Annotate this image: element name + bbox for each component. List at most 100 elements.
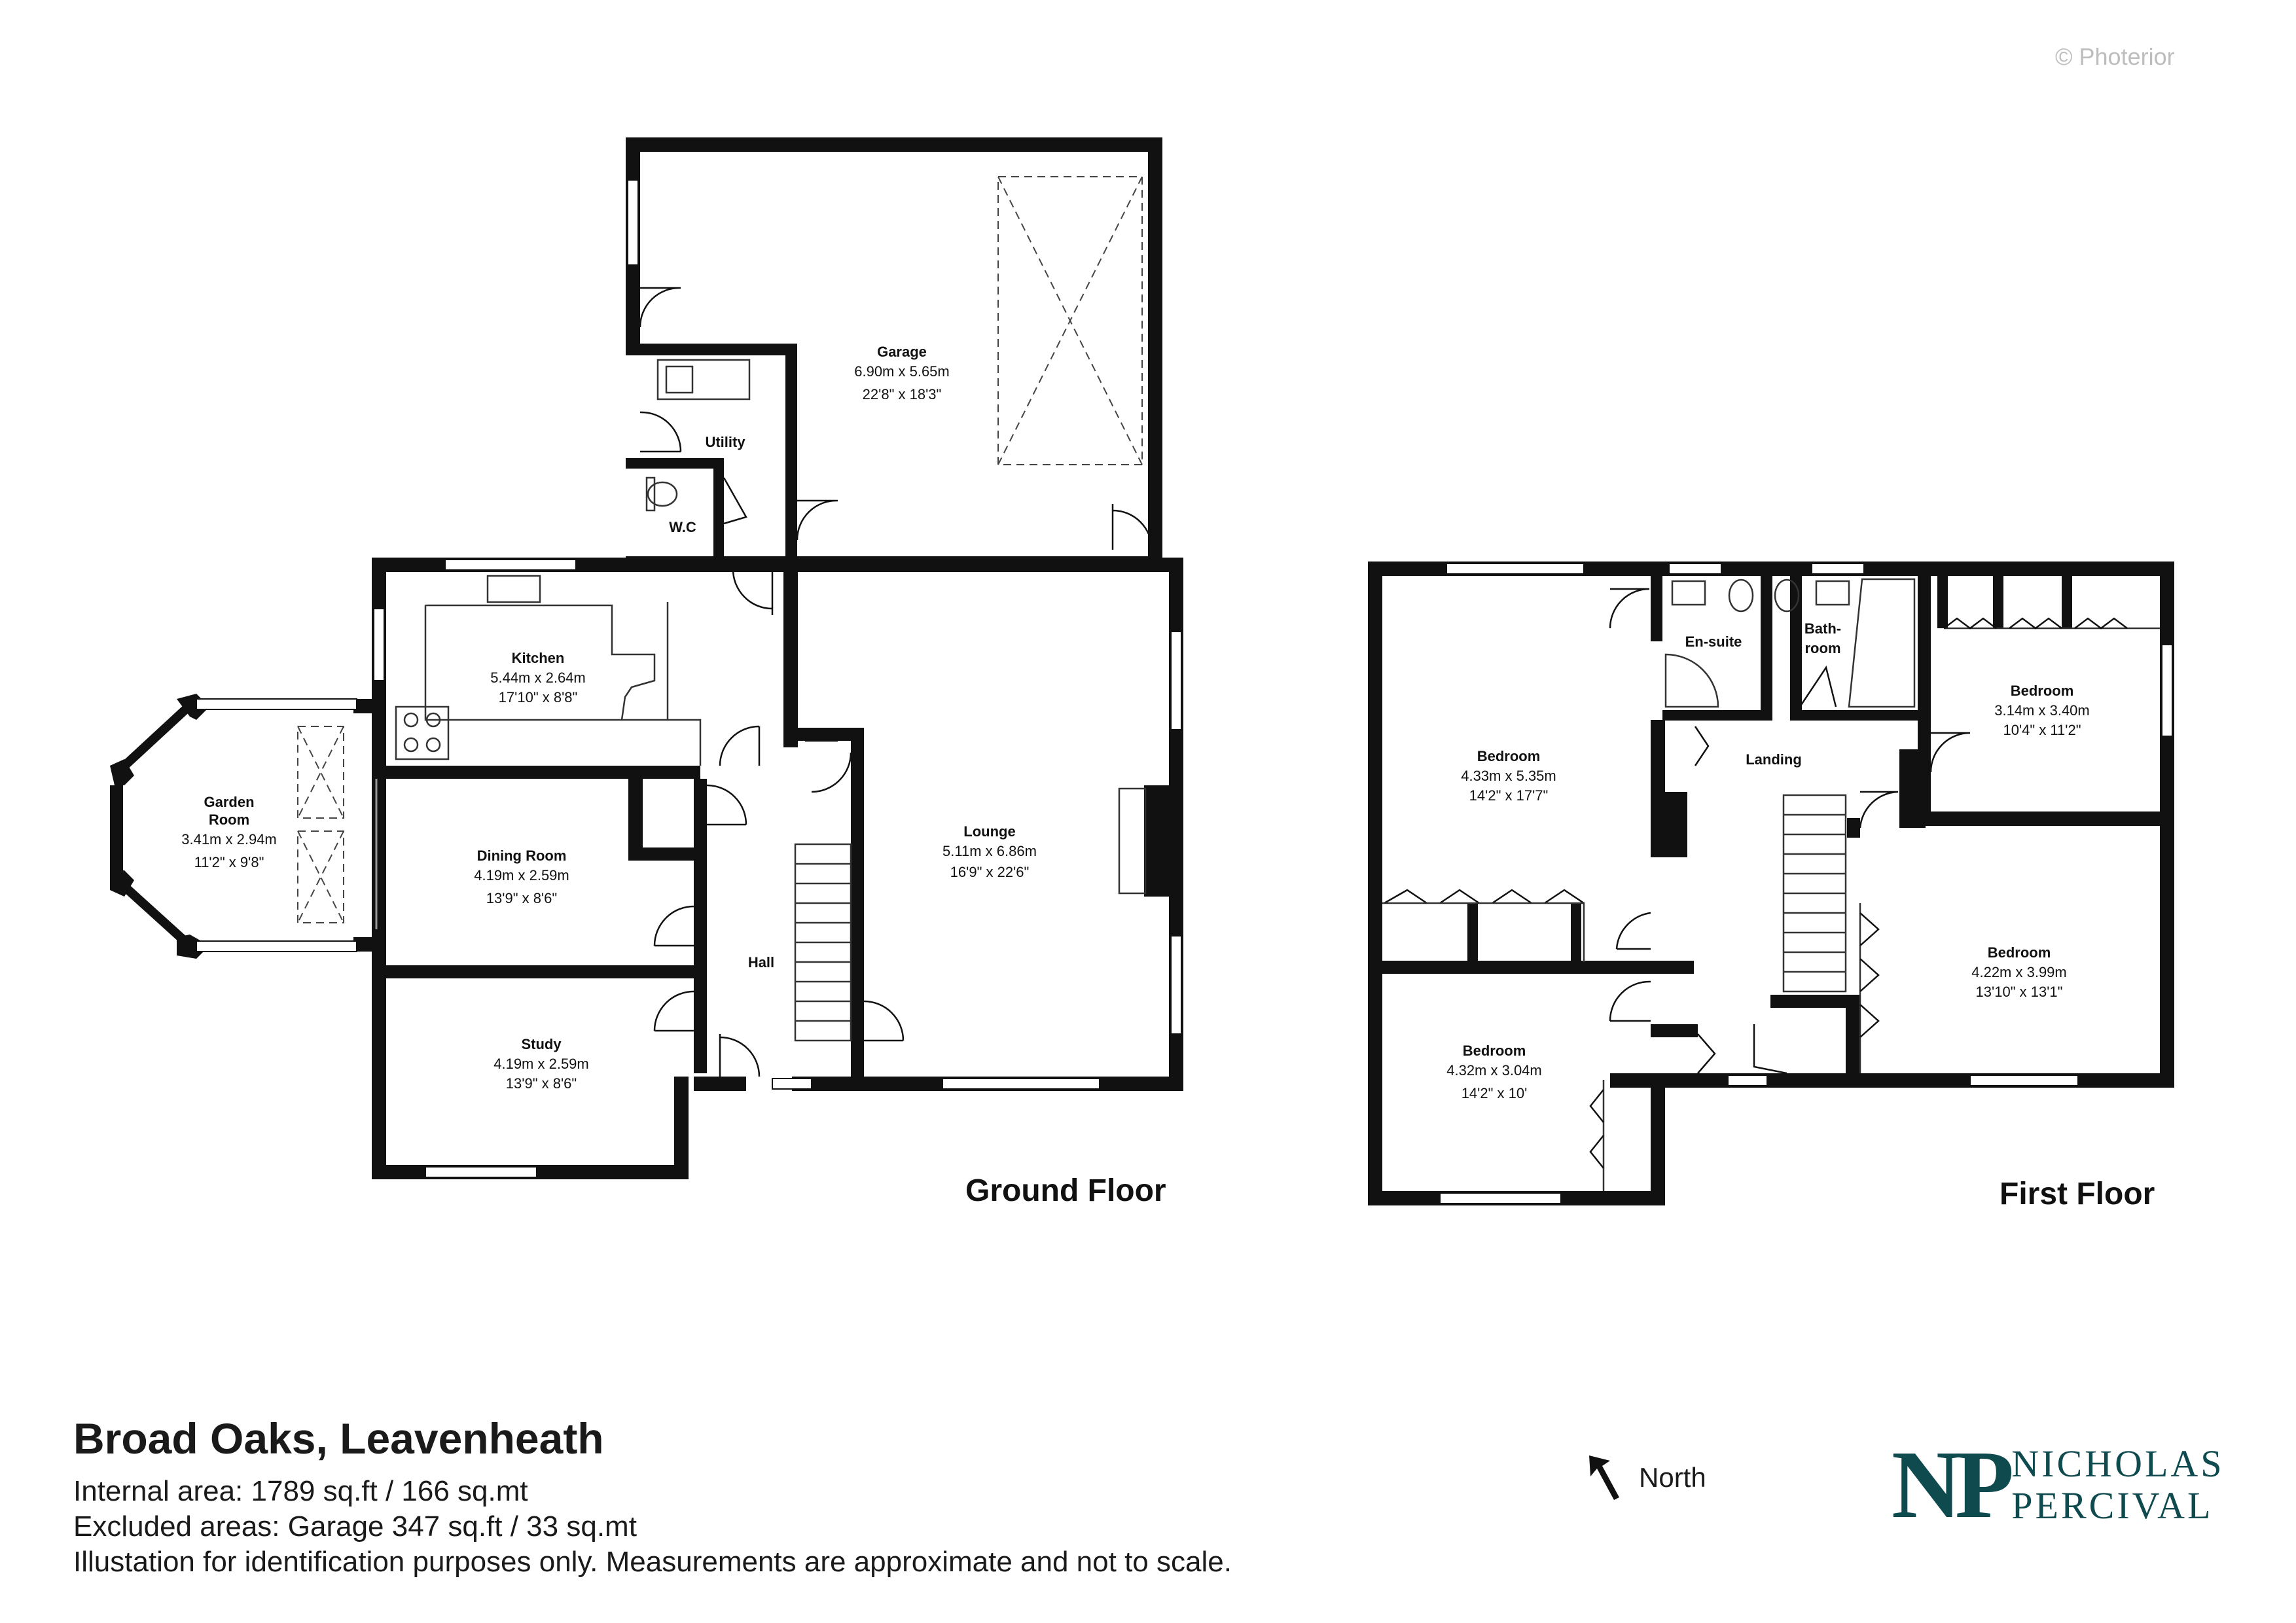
- first-floor-walls: [1368, 562, 2174, 1205]
- bedroom-2-window: [2161, 644, 2173, 737]
- bedroom-1-door: [1615, 912, 1651, 950]
- wc-door: [723, 477, 747, 525]
- bedroom-4-label: Bedroom: [1988, 944, 2051, 961]
- garage-side-door: [639, 287, 681, 328]
- bedroom-3-window: [1439, 1192, 1562, 1204]
- bathroom-door: [1799, 665, 1837, 707]
- first-floor-label: First Floor: [2000, 1177, 2155, 1211]
- study-imperial: 13'9" x 8'6": [506, 1075, 577, 1092]
- bedroom-2-door: [1929, 732, 1971, 773]
- north-label: North: [1639, 1462, 1706, 1493]
- bedroom-1-label: Bedroom: [1477, 748, 1541, 764]
- agency-logo: NP NICHOLAS PERCIVAL: [1892, 1436, 2225, 1533]
- lounge-imperial: 16'9" x 22'6": [950, 864, 1030, 880]
- kitchen-label: Kitchen: [512, 650, 565, 666]
- dining-room-metric: 4.19m x 2.59m: [474, 867, 569, 883]
- study-label: Study: [521, 1036, 562, 1052]
- hob-icon: [395, 705, 450, 760]
- utility-walls: [626, 344, 797, 563]
- bedroom-1-window: [1446, 563, 1585, 575]
- bedroom-3-imperial: 14'2" x 10': [1462, 1085, 1528, 1101]
- landing-window: [1727, 1075, 1768, 1086]
- kitchen-window: [444, 559, 577, 571]
- lounge-metric: 5.11m x 6.86m: [942, 843, 1037, 859]
- garage-window: [627, 179, 639, 266]
- bedroom-4-landing-door: [1859, 791, 1899, 829]
- utility-door: [639, 411, 682, 453]
- garden-room-metric: 3.41m x 2.94m: [181, 831, 277, 847]
- lounge-fireplace: [1144, 785, 1170, 897]
- study-door: [653, 990, 694, 1032]
- compass: North: [1584, 1452, 1706, 1504]
- ground-floor-plan: Garage 6.90m x 5.65m 22'8" x 18'3" Utili…: [110, 137, 1183, 1208]
- lounge-front-window: [942, 1078, 1100, 1090]
- wc-label: W.C: [669, 519, 696, 535]
- landing-cupboard-door: [1694, 726, 1710, 766]
- dining-room-door: [653, 905, 694, 947]
- garden-roof-light: [297, 726, 344, 819]
- garden-room-window-top: [196, 698, 357, 710]
- bedroom-1-metric: 4.33m x 5.35m: [1461, 768, 1556, 784]
- dining-room-label: Dining Room: [477, 847, 567, 864]
- landing-label: Landing: [1746, 751, 1802, 768]
- study-window: [425, 1166, 537, 1178]
- bedroom-1-imperial: 14'2" x 17'7": [1469, 787, 1549, 804]
- bedroom-2-imperial: 10'4" x 11'2": [2003, 722, 2081, 738]
- ground-floor-label: Ground Floor: [965, 1173, 1166, 1208]
- bedroom-1-wardrobe: [1384, 889, 1585, 904]
- dining-cupboard-door: [706, 784, 747, 826]
- garage-front-door: [1111, 504, 1153, 550]
- dining-room-imperial: 13'9" x 8'6": [486, 890, 557, 906]
- wc-toilet-icon: [647, 481, 678, 507]
- kitchen-metric: 5.44m x 2.64m: [490, 669, 586, 686]
- ensuite-door: [1609, 588, 1650, 629]
- kitchen-door: [732, 569, 774, 615]
- logo-line-1: NICHOLAS: [2011, 1442, 2225, 1485]
- bedroom-3-metric: 4.32m x 3.04m: [1446, 1062, 1542, 1079]
- lounge-label: Lounge: [963, 823, 1015, 840]
- bathroom-basin-icon: [1815, 580, 1850, 606]
- hall-cupboard-door: [805, 740, 852, 793]
- front-door: [719, 1034, 761, 1077]
- landing-airing-door: [1753, 1024, 1787, 1075]
- ensuite-toilet-icon: [1728, 579, 1754, 613]
- kitchen-imperial: 17'10" x 8'8": [499, 689, 578, 705]
- property-title: Broad Oaks, Leavenheath: [73, 1414, 604, 1463]
- study-metric: 4.19m x 2.59m: [493, 1056, 589, 1072]
- kitchen-hall-door: [719, 725, 761, 766]
- bathroom-label-2: room: [1805, 640, 1841, 656]
- ensuite-window: [1668, 563, 1722, 575]
- bath-icon: [1848, 578, 1916, 708]
- internal-area: Internal area: 1789 sq.ft / 166 sq.mt: [73, 1475, 528, 1507]
- garage-door-outline: [997, 176, 1143, 465]
- garden-room-label-1: Garden: [204, 794, 254, 810]
- utility-sink-icon: [656, 359, 751, 401]
- bedroom-4-metric: 4.22m x 3.99m: [1971, 964, 2067, 980]
- ensuite-shower-icon: [1664, 653, 1719, 708]
- watermark: © Photerior: [2055, 43, 2175, 70]
- logo-initials: NP: [1892, 1431, 2014, 1539]
- bedroom-2-label: Bedroom: [2011, 683, 2074, 699]
- ground-staircase: [794, 843, 852, 1042]
- disclaimer: Illustation for identification purposes …: [73, 1546, 1232, 1578]
- kitchen-sink-icon: [486, 575, 541, 603]
- utility-label: Utility: [705, 434, 745, 450]
- hall-label: Hall: [748, 954, 774, 971]
- garage-imperial: 22'8" x 18'3": [863, 386, 942, 402]
- ensuite-label: En-suite: [1685, 633, 1742, 650]
- bedroom-3-label: Bedroom: [1463, 1043, 1526, 1059]
- excluded-areas: Excluded areas: Garage 347 sq.ft / 33 sq…: [73, 1510, 637, 1543]
- lounge-window-lower: [1170, 935, 1182, 1035]
- garden-room-label-2: Room: [209, 812, 249, 828]
- bathroom-window: [1811, 563, 1865, 575]
- garden-room-imperial: 11'2" x 9'8": [194, 854, 264, 870]
- lounge-window-upper: [1170, 631, 1182, 730]
- utility-internal-door: [796, 499, 838, 541]
- landing-store-door: [1697, 1033, 1716, 1074]
- kitchen-side-window: [373, 608, 385, 681]
- garage-metric: 6.90m x 5.65m: [854, 363, 950, 380]
- garden-room-window-bottom: [196, 940, 357, 952]
- kitchen-worktop: [424, 602, 702, 766]
- bathroom-label-1: Bath-: [1804, 620, 1841, 637]
